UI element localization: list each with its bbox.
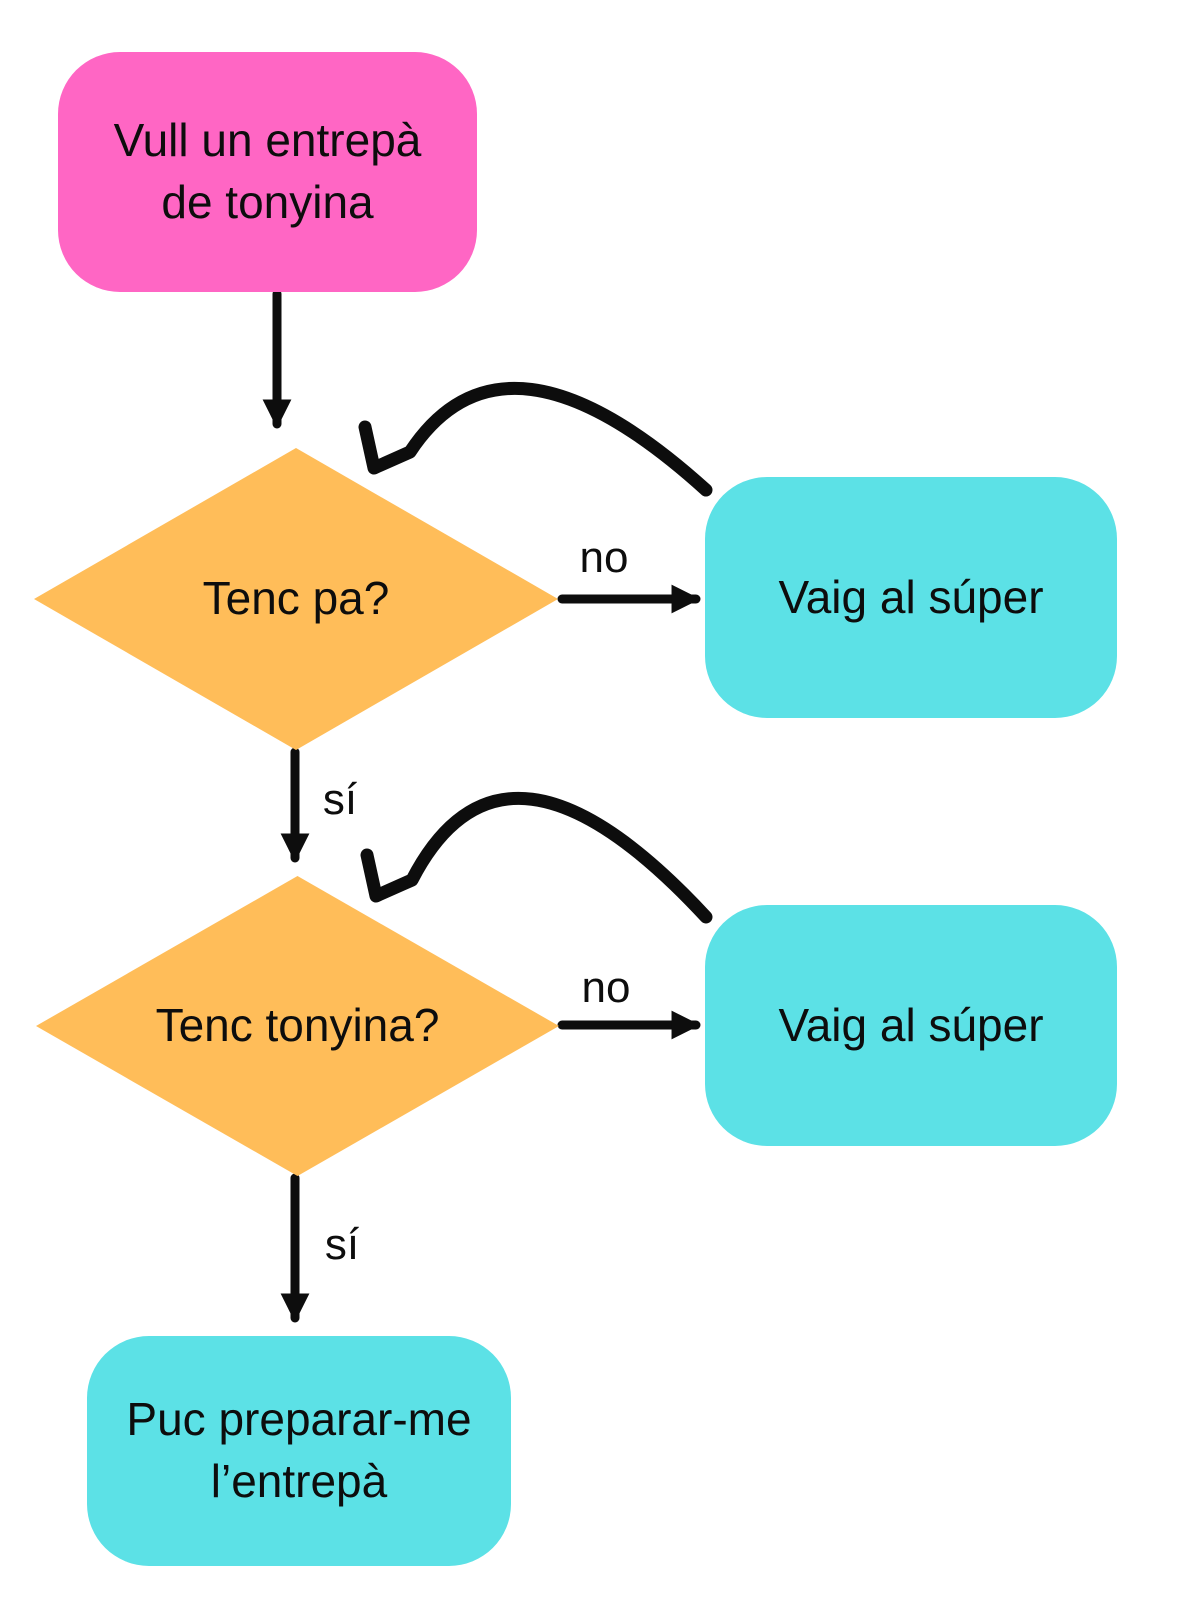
edge-label-no-2: no [581,963,631,1012]
arrow-return-super1-to-decision1 [358,381,713,497]
edge-label-no-1: no [579,533,629,582]
node-vaig-al-super-1: Vaig al súper [705,477,1117,718]
edge-label-si-2: sí [324,1220,360,1269]
edge-label-si-1: sí [322,775,358,824]
node-start-vull-entrepa: Vull un entrepà de tonyina [58,52,477,292]
node-end-puc-preparar: Puc preparar-me l’entrepà [87,1336,511,1566]
arrow-return-super2-to-decision2 [360,792,713,924]
node-vaig-al-super-2: Vaig al súper [705,905,1117,1146]
